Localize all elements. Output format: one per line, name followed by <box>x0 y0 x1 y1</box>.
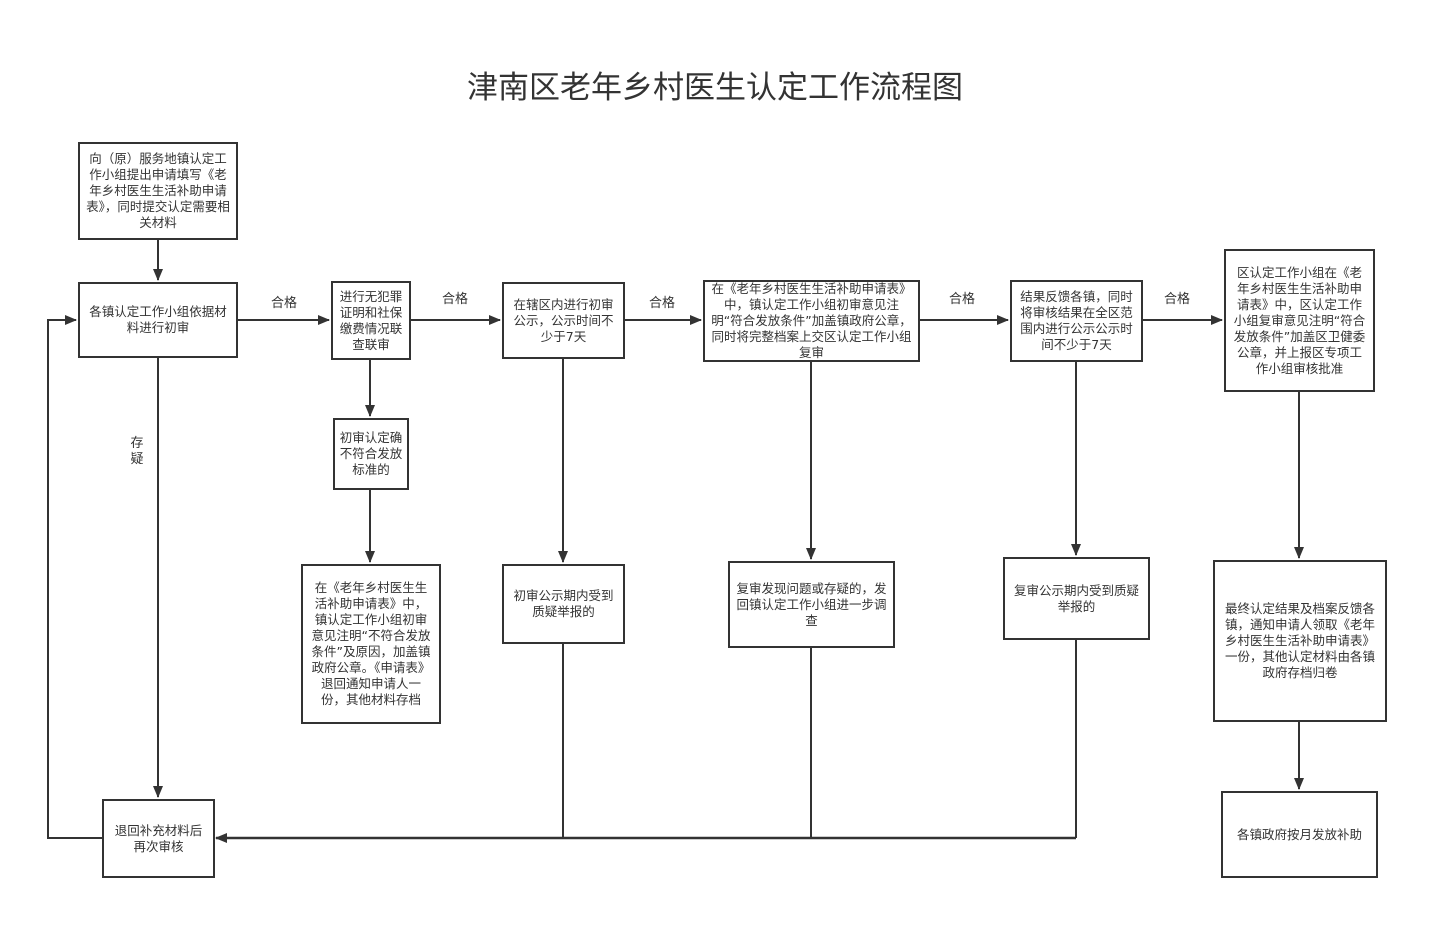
node-review-issue-text: 复审发现问题或存疑的，发回镇认定工作小组进一步调查 <box>736 580 887 628</box>
node-town-initial-review-text: 各镇认定工作小组依据材料进行初审 <box>89 304 227 335</box>
edge-label-pass-4: 合格 <box>949 292 976 307</box>
node-resubmit-text: 退回补充材料后再次审核 <box>114 822 203 854</box>
node-apply-text: 向（原）服务地镇认定工作小组提出申请填写《老年乡村医生生活补助申请表》，同时提交… <box>86 151 230 230</box>
node-monthly-payment: 各镇政府按月发放补助 <box>1221 791 1378 878</box>
edge-label-doubt: 存疑 <box>130 436 144 467</box>
node-district-publicity: 结果反馈各镇，同时将审核结果在全区范围内进行公示公示时间不少于7天 <box>1010 280 1143 362</box>
node-review-complaint-text: 复审公示期内受到质疑举报的 <box>1013 582 1139 614</box>
node-joint-check-text: 进行无犯罪证明和社保缴费情况联查联审 <box>339 288 403 352</box>
node-apply: 向（原）服务地镇认定工作小组提出申请填写《老年乡村医生生活补助申请表》，同时提交… <box>78 142 238 240</box>
diagram-title: 津南区老年乡村医生认定工作流程图 <box>467 70 963 106</box>
node-town-initial-review: 各镇认定工作小组依据材料进行初审 <box>78 282 238 358</box>
node-publicity-complaint-text: 初审公示期内受到质疑举报的 <box>513 588 614 619</box>
node-review-issue: 复审发现问题或存疑的，发回镇认定工作小组进一步调查 <box>728 561 895 648</box>
edge-label-pass-5: 合格 <box>1164 292 1191 307</box>
node-town-publicity: 在辖区内进行初审公示，公示时间不少于7天 <box>502 282 625 359</box>
node-district-publicity-text: 结果反馈各镇，同时将审核结果在全区范围内进行公示公示时间不少于7天 <box>1020 289 1133 352</box>
node-review-complaint: 复审公示期内受到质疑举报的 <box>1003 557 1150 640</box>
node-publicity-complaint: 初审公示期内受到质疑举报的 <box>502 564 625 644</box>
node-town-publicity-text: 在辖区内进行初审公示，公示时间不少于7天 <box>513 296 614 344</box>
edge-label-pass-1: 合格 <box>271 296 298 311</box>
node-town-stamp: 在《老年乡村医生生活补助申请表》中，镇认定工作小组初审意见注明“符合发放条件”加… <box>703 280 920 362</box>
edge-label-pass-3: 合格 <box>649 296 676 311</box>
node-final-feedback-text: 最终认定结果及档案反馈各镇，通知申请人领取《老年乡村医生生活补助申请表》一份，其… <box>1224 601 1375 680</box>
node-final-feedback: 最终认定结果及档案反馈各镇，通知申请人领取《老年乡村医生生活补助申请表》一份，其… <box>1213 560 1387 722</box>
edge-label-pass-2: 合格 <box>442 292 469 307</box>
edge-resubmit-loop <box>47 315 102 839</box>
node-not-qualified-text: 初审认定确不符合发放标准的 <box>339 430 403 477</box>
node-joint-check: 进行无犯罪证明和社保缴费情况联查联审 <box>331 281 411 360</box>
node-town-stamp-text: 在《老年乡村医生生活补助申请表》中，镇认定工作小组初审意见注明“符合发放条件”加… <box>711 281 912 360</box>
node-monthly-payment-text: 各镇政府按月发放补助 <box>1236 826 1362 842</box>
node-resubmit: 退回补充材料后再次审核 <box>102 799 215 878</box>
node-district-approve-text: 区认定工作小组在《老年乡村医生生活补助申请表》中，区认定工作小组复审意见注明“符… <box>1233 264 1366 376</box>
node-reject-note: 在《老年乡村医生生活补助申请表》中，镇认定工作小组初审意见注明“不符合发放条件”… <box>301 564 441 724</box>
node-not-qualified: 初审认定确不符合发放标准的 <box>333 418 409 490</box>
node-district-approve: 区认定工作小组在《老年乡村医生生活补助申请表》中，区认定工作小组复审意见注明“符… <box>1224 249 1375 392</box>
node-reject-note-text: 在《老年乡村医生生活补助申请表》中，镇认定工作小组初审意见注明“不符合发放条件”… <box>311 580 431 707</box>
